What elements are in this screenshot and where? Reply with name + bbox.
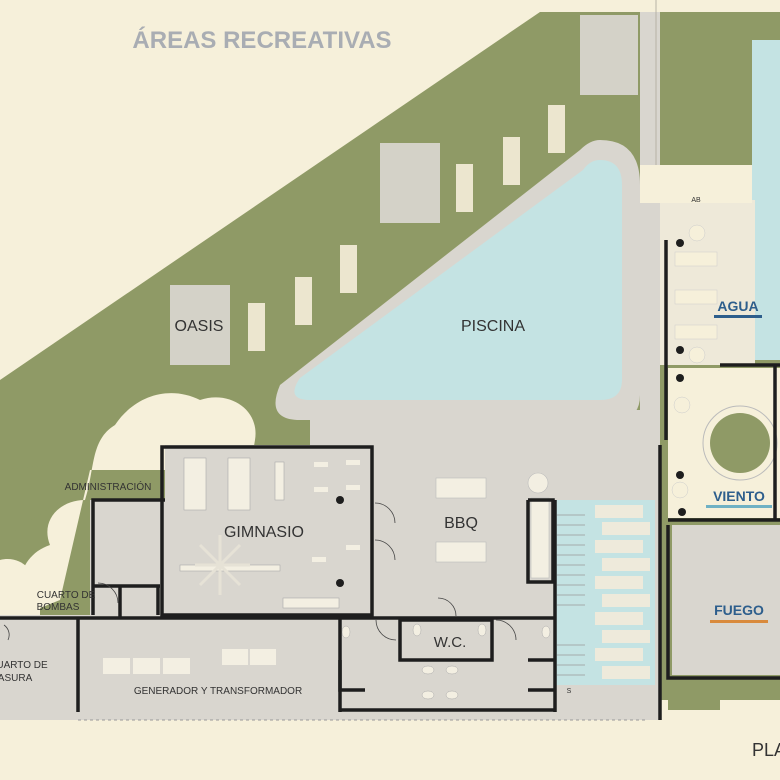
agua-lounger [674,289,718,305]
lounger [503,137,520,185]
walls [0,240,780,720]
agua-label: AGUA [717,298,758,314]
fuego-label: FUEGO [714,602,764,618]
lounger [456,164,473,212]
page-title: ÁREAS RECREATIVAS [132,26,391,54]
lounger [340,245,357,293]
oasis-label: OASIS [175,318,224,335]
viento-underline [706,505,772,508]
wc-label: W.C. [434,634,467,651]
piscina-pool [294,160,622,400]
cream-blob-left [0,559,40,615]
plan-label: PLA [752,740,780,760]
agua-deck [660,200,755,365]
agua-plant [688,346,706,364]
lounger [248,303,265,351]
cuarto-basura-label: ASURA [0,673,33,684]
lounger [548,105,565,153]
bbq-grill [527,472,549,494]
wc-fixtures [341,623,551,700]
square-mid [380,143,440,223]
viento-plant [673,396,691,414]
right-divider-strip [640,12,660,212]
agua-lounger [674,324,718,340]
bbq-label: BBQ [444,515,478,532]
agua-pool [752,40,780,360]
agua-lounger [674,251,718,267]
stepping-pads [595,505,650,679]
viento-plant [671,481,689,499]
gimnasio-label: GIMNASIO [224,524,304,541]
generator-equipment [103,649,276,674]
lounger [295,277,312,325]
fuego-green [668,678,720,710]
cuarto-basura-label: UARTO DE [0,660,48,671]
generador-label: GENERADOR Y TRANSFORMADOR [134,686,302,697]
viento-garden [710,413,770,473]
stair-steps [557,514,585,676]
stair-mark: S [567,688,572,695]
oasis-square [170,285,230,365]
administracion-label: ADMINISTRACIÓN [65,480,152,493]
agua-underline [714,315,762,318]
cuarto-bombas-label: BOMBAS [37,602,80,613]
gym-machine [195,535,250,595]
floor-main [0,200,660,720]
gym-weights [312,460,360,562]
agua-plant [688,224,706,242]
cuarto-bombas-label: CUARTO DE [37,590,96,601]
piscina-label: PISCINA [461,318,525,335]
gym-equipment [179,457,340,609]
fuego-underline [710,620,768,623]
column-dots [336,239,686,587]
top-right-cream [640,165,752,203]
door-swings [3,502,517,641]
top-square [580,15,638,95]
fuego-room [672,525,780,675]
ab-mark: AB [691,197,701,204]
viento-label: VIENTO [713,488,765,504]
green-blob [0,460,100,545]
bbq-tables [435,477,550,579]
